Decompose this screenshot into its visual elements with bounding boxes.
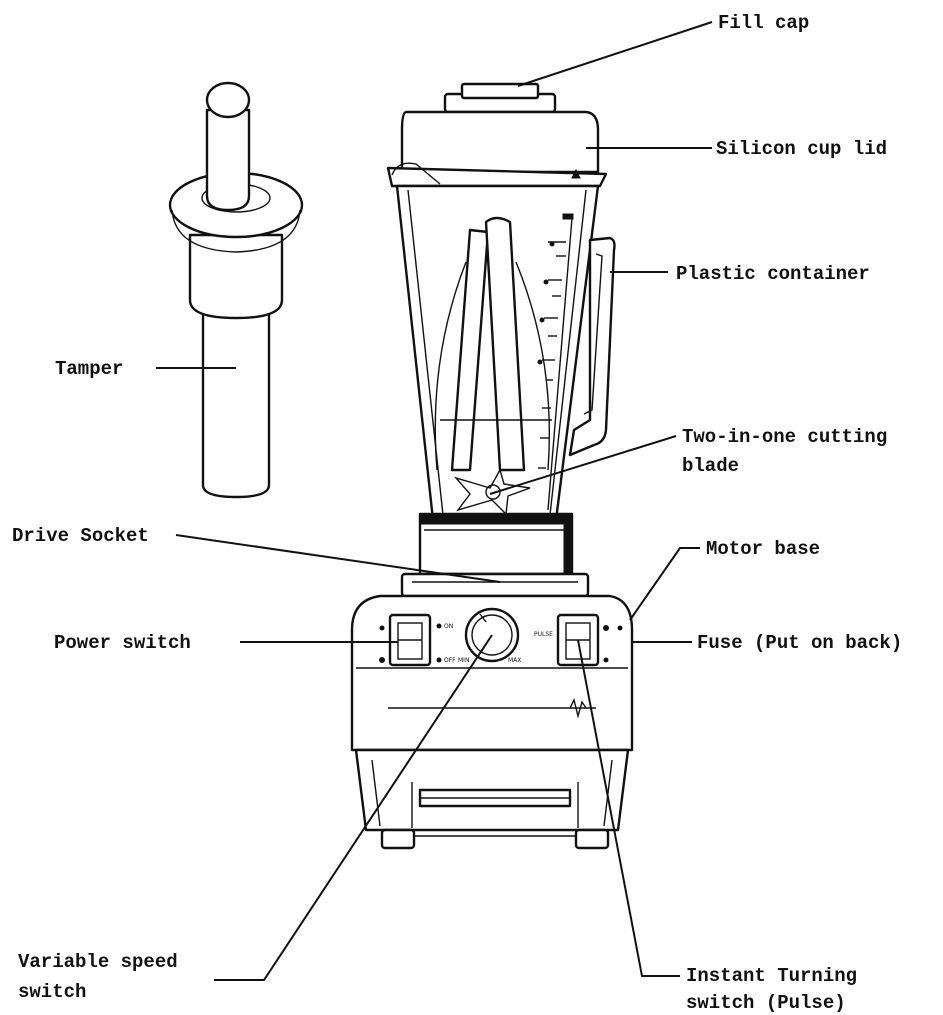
label-drive-socket: Drive Socket [12,525,149,547]
power-on-mark: ON [444,623,453,630]
power-off-mark: OFF [444,657,456,664]
speed-min-mark: MIN [458,657,469,664]
label-fill-cap: Fill cap [718,12,809,34]
label-variable-speed-line2: switch [18,981,86,1003]
blender-drawing: ON OFF MIN MAX PULSE [350,82,634,850]
label-cutting-blade-line1: Two-in-one cutting [682,426,887,448]
label-plastic-container: Plastic container [676,263,870,285]
label-motor-base: Motor base [706,538,820,560]
measuring-ticks [537,241,566,469]
label-instant-turning-line1: Instant Turning [686,965,857,987]
label-variable-speed-line1: Variable speed [18,951,178,973]
label-cutting-blade-line2: blade [682,455,739,477]
pulse-mark: PULSE [534,631,553,638]
label-tamper: Tamper [55,358,123,380]
label-power-switch: Power switch [54,632,191,654]
tamper-drawing [168,81,304,499]
label-silicon-cup-lid: Silicon cup lid [716,138,887,160]
label-instant-turning-line2: switch (Pulse) [686,992,846,1014]
leader-lines [156,21,713,981]
labels: Fill cap Silicon cup lid Plastic contain… [12,12,902,1014]
label-fuse: Fuse (Put on back) [697,632,902,654]
speed-max-mark: MAX [508,657,521,664]
